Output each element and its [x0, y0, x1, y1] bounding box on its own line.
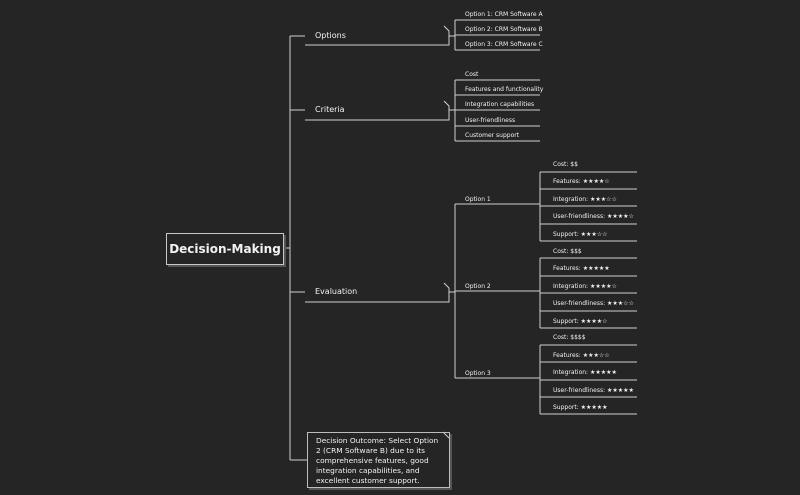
rating-item[interactable]: Cost: $$$$ [553, 334, 586, 341]
rating-item[interactable]: User-friendliness: ★★★☆☆ [553, 300, 634, 307]
rating-item[interactable]: Integration: ★★★☆☆ [553, 196, 617, 203]
rating-item[interactable]: Cost: $$ [553, 161, 578, 168]
rating-item[interactable]: Features: ★★★☆☆ [553, 352, 610, 359]
rating-item[interactable]: Integration: ★★★★★ [553, 369, 617, 376]
branch-options[interactable]: Options [315, 31, 346, 40]
rating-item[interactable]: Integration: ★★★★☆ [553, 283, 617, 290]
rating-item[interactable]: Features: ★★★★★ [553, 265, 610, 272]
branch-criteria[interactable]: Criteria [315, 105, 345, 114]
evaluation-option-3[interactable]: Option 3 [465, 370, 491, 377]
rating-item[interactable]: User-friendliness: ★★★★☆ [553, 213, 634, 220]
criteria-item[interactable]: User-friendliness [465, 117, 516, 124]
branch-evaluation[interactable]: Evaluation [315, 287, 358, 296]
decision-outcome-node[interactable]: Decision Outcome: Select Option 2 (CRM S… [307, 432, 450, 488]
criteria-item[interactable]: Features and functionality [465, 86, 544, 93]
evaluation-option-1[interactable]: Option 1 [465, 196, 491, 203]
rating-item[interactable]: Features: ★★★★☆ [553, 178, 610, 185]
evaluation-option-2[interactable]: Option 2 [465, 283, 491, 290]
option-item[interactable]: Option 3: CRM Software C [465, 41, 543, 48]
criteria-item[interactable]: Integration capabilities [465, 101, 535, 108]
root-node[interactable]: Decision-Making [166, 233, 284, 265]
rating-item[interactable]: Cost: $$$ [553, 248, 582, 255]
rating-item[interactable]: Support: ★★★☆☆ [553, 231, 608, 238]
rating-item[interactable]: User-friendliness: ★★★★★ [553, 387, 634, 394]
criteria-item[interactable]: Cost [465, 71, 479, 78]
option-item[interactable]: Option 2: CRM Software B [465, 26, 543, 33]
rating-item[interactable]: Support: ★★★★★ [553, 404, 608, 411]
criteria-item[interactable]: Customer support [465, 132, 520, 139]
option-item[interactable]: Option 1: CRM Software A [465, 11, 543, 18]
rating-item[interactable]: Support: ★★★★☆ [553, 318, 608, 325]
